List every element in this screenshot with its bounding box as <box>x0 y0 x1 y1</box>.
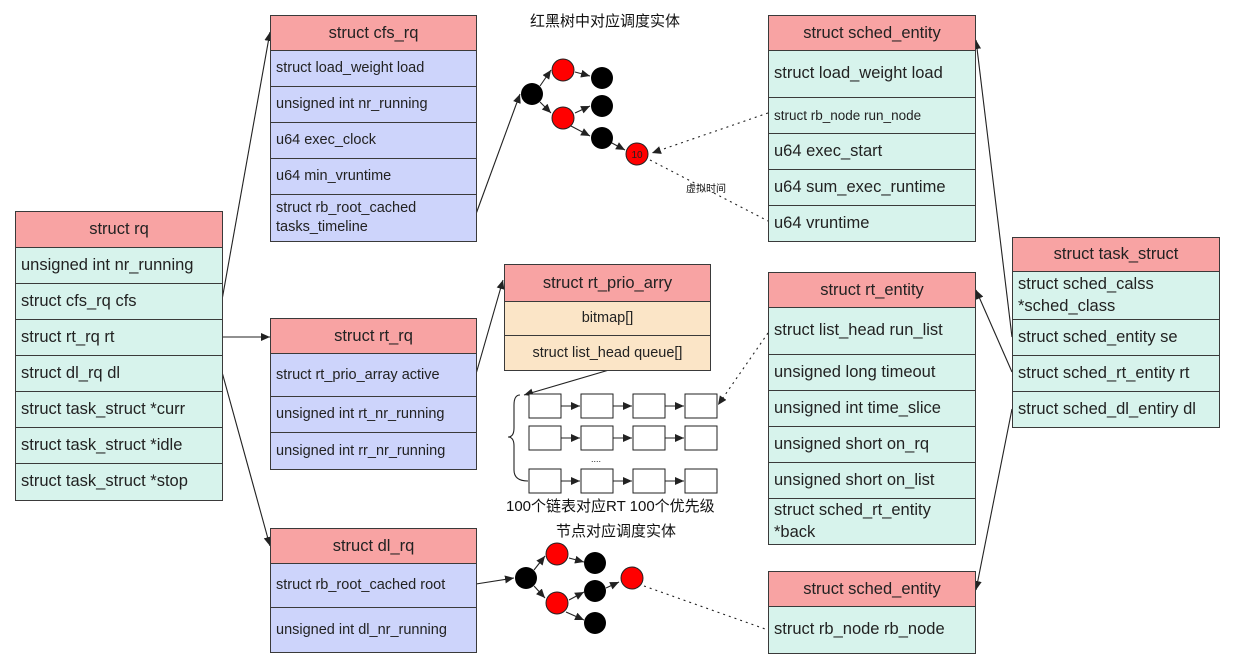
dl-tree-red-node <box>545 542 569 566</box>
rt-entity-field-on-rq: unsigned short on_rq <box>769 427 975 463</box>
rt-prio-array-struct: struct rt_prio_arry bitmap[] struct list… <box>504 264 711 371</box>
rq-struct: struct rq unsigned int nr_running struct… <box>15 211 223 501</box>
rt-entity-field-timeout: unsigned long timeout <box>769 355 975 391</box>
arrow-se-to-sched-entity <box>973 39 1013 338</box>
rt-caption-line1: 100个链表对应RT 100个优先级 <box>506 498 715 515</box>
rt-prio-array-field-bitmap: bitmap[] <box>505 302 710 336</box>
sched-entity-field-load: struct load_weight load <box>769 51 975 98</box>
rt-list-links <box>561 402 684 485</box>
dotted-run-list-to-list <box>717 332 769 406</box>
rt-prio-array-field-queue: struct list_head queue[] <box>505 336 710 370</box>
vruntime-caption: 虚拟时间 <box>686 184 726 195</box>
cfs-rq-field-tasks-timeline: struct rb_root_cached tasks_timeline <box>271 195 476 241</box>
rq-field-cfs: struct cfs_rq cfs <box>16 284 222 320</box>
cfs-tree-target-node <box>625 142 649 166</box>
cfs-rq-struct: struct cfs_rq struct load_weight load un… <box>270 15 477 242</box>
arrow-rt-to-rt-entity <box>975 289 1013 373</box>
arrow-rq-to-dl-rq <box>221 371 272 547</box>
rt-entity-field-back: struct sched_rt_entity *back <box>769 499 975 544</box>
dl-rq-field-dl-nr-running: unsigned int dl_nr_running <box>271 608 476 652</box>
dotted-run-node-to-node <box>651 112 769 154</box>
sched-entity-bottom-struct: struct sched_entity struct rb_node rb_no… <box>768 571 976 654</box>
rbtree-caption: 红黑树中对应调度实体 <box>530 13 681 30</box>
task-struct-field-se: struct sched_entity se <box>1013 320 1219 356</box>
dl-tree-black-node <box>584 552 606 574</box>
rt-rq-title: struct rt_rq <box>271 319 476 354</box>
dl-tree-black-node <box>584 580 606 602</box>
cfs-rq-field-exec-clock: u64 exec_clock <box>271 123 476 159</box>
rt-rq-struct: struct rt_rq struct rt_prio_array active… <box>270 318 477 470</box>
dl-rq-title: struct dl_rq <box>271 529 476 564</box>
rt-entity-field-time-slice: unsigned int time_slice <box>769 391 975 427</box>
arrow-dl-root-to-rbtree <box>475 575 515 585</box>
cfs-tree-root-node <box>521 83 543 105</box>
rt-rq-field-active: struct rt_prio_array active <box>271 354 476 397</box>
sched-entity-top-title: struct sched_entity <box>769 16 975 51</box>
rt-list-nodes <box>528 393 718 494</box>
cfs-tree-black-node <box>591 67 613 89</box>
sched-entity-field-exec-start: u64 exec_start <box>769 134 975 170</box>
cfs-rq-field-min-vruntime: u64 min_vruntime <box>271 159 476 195</box>
cfs-rbtree-edges <box>539 69 626 151</box>
rq-title: struct rq <box>16 212 222 248</box>
rt-entity-struct: struct rt_entity struct list_head run_li… <box>768 272 976 545</box>
rq-field-dl: struct dl_rq dl <box>16 356 222 392</box>
rt-rq-field-rr-nr-running: unsigned int rr_nr_running <box>271 433 476 469</box>
sched-entity-bottom-title: struct sched_entity <box>769 572 975 607</box>
cfs-rq-field-load: struct load_weight load <box>271 51 476 87</box>
dl-tree-root-node <box>515 567 537 589</box>
arrow-queue-to-lists <box>523 369 610 397</box>
cfs-tree-red-node <box>551 106 575 130</box>
cfs-tree-black-node <box>591 95 613 117</box>
rt-entity-field-run-list: struct list_head run_list <box>769 308 975 355</box>
dl-rq-field-root: struct rb_root_cached root <box>271 564 476 608</box>
rq-field-nr-running: unsigned int nr_running <box>16 248 222 284</box>
rt-prio-array-title: struct rt_prio_arry <box>505 265 710 302</box>
arrow-dl-to-sched-entity <box>973 408 1013 591</box>
rq-field-curr: struct task_struct *curr <box>16 392 222 428</box>
arrow-active-to-prio-array <box>475 279 505 375</box>
cfs-rq-title: struct cfs_rq <box>271 16 476 51</box>
rq-field-stop: struct task_struct *stop <box>16 464 222 500</box>
dl-tree-red-node <box>545 591 569 615</box>
node-10-label: 10 <box>631 150 643 161</box>
dl-rq-struct: struct dl_rq struct rb_root_cached root … <box>270 528 477 653</box>
dl-rbtree-edges <box>533 555 620 621</box>
rq-field-idle: struct task_struct *idle <box>16 428 222 464</box>
task-struct-field-sched-class: struct sched_calss *sched_class <box>1013 272 1219 320</box>
sched-entity-field-vruntime: u64 vruntime <box>769 206 975 241</box>
rt-entity-title: struct rt_entity <box>769 273 975 308</box>
cfs-tree-red-node <box>551 58 575 82</box>
sched-entity-field-rb-node: struct rb_node rb_node <box>769 607 975 653</box>
dotted-rb-node-to-node <box>643 585 769 631</box>
arrow-rq-to-cfs-rq <box>221 31 273 301</box>
rq-field-rt: struct rt_rq rt <box>16 320 222 356</box>
list-ellipsis: .... <box>591 454 601 464</box>
task-struct: struct task_struct struct sched_calss *s… <box>1012 237 1220 428</box>
dl-tree-black-node <box>584 612 606 634</box>
rt-entity-field-on-list: unsigned short on_list <box>769 463 975 499</box>
rt-caption-line2: 节点对应调度实体 <box>556 523 677 540</box>
sched-entity-field-sum-exec-runtime: u64 sum_exec_runtime <box>769 170 975 206</box>
rt-rq-field-rt-nr-running: unsigned int rt_nr_running <box>271 397 476 433</box>
list-brace <box>507 394 529 482</box>
task-struct-field-dl: struct sched_dl_entiry dl <box>1013 392 1219 427</box>
cfs-rq-field-nr-running: unsigned int nr_running <box>271 87 476 123</box>
dotted-node-to-vruntime <box>649 159 769 222</box>
arrow-timeline-to-rbtree <box>475 93 521 215</box>
sched-entity-field-run-node: struct rb_node run_node <box>769 98 975 134</box>
task-struct-title: struct task_struct <box>1013 238 1219 272</box>
task-struct-field-rt: struct sched_rt_entity rt <box>1013 356 1219 392</box>
cfs-tree-black-node <box>591 127 613 149</box>
sched-entity-top-struct: struct sched_entity struct load_weight l… <box>768 15 976 242</box>
dl-tree-target-node <box>620 566 644 590</box>
